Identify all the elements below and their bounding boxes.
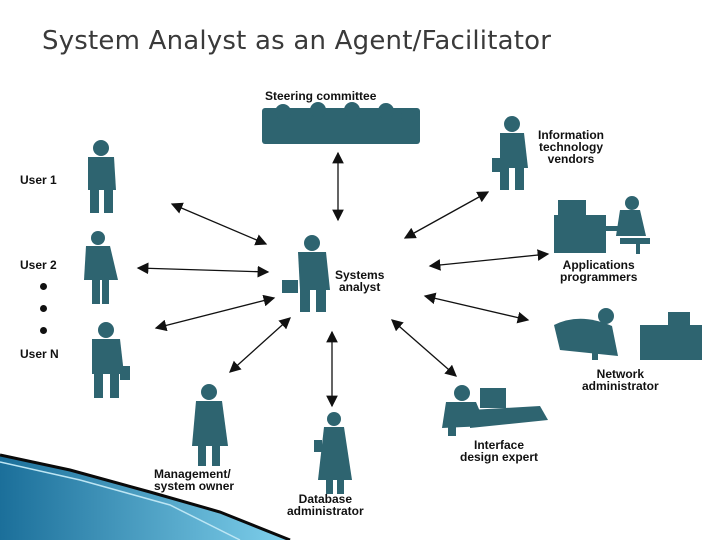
db-admin-figure [314,412,352,494]
label-systems-analyst: Systems analyst [335,268,385,294]
app-programmer-figure [554,196,650,254]
user2-figure [84,231,118,304]
interface-expert-figure [442,385,548,436]
it-vendor-figure [492,116,528,190]
arrow-it-vendors [403,191,490,239]
ellipsis-dot [40,305,47,312]
userN-figure [92,322,130,398]
label-management: Management/ system owner [154,467,235,493]
label-app-programmers: Applications programmers [560,258,638,284]
arrow-userN [154,294,276,332]
arrow-management [229,317,291,373]
steering-committee-figures [262,102,420,144]
slide-title: System Analyst as an Agent/Facilitator [42,26,552,56]
label-it-vendors: Information technology vendors [538,128,604,166]
systems-analyst-figure [282,235,330,312]
arrow-user2 [136,262,270,278]
arrow-network-admin [423,292,530,324]
label-steering-committee: Steering committee [265,89,377,103]
management-figure [192,384,228,466]
arrow-user1 [170,202,268,246]
ellipsis-dot [40,283,47,290]
label-userN: User N [20,347,59,361]
arrow-app-programmers [428,249,550,271]
user1-figure [88,140,116,213]
label-network-admin: Network administrator [582,367,659,393]
network-admin-figure [554,308,702,360]
label-interface-expert: Interface design expert [460,438,539,464]
arrow-interface-expert [391,319,457,377]
label-db-admin: Database administrator [287,492,364,518]
label-user2: User 2 [20,258,57,272]
ellipsis-dot [40,327,47,334]
label-user1: User 1 [20,173,57,187]
